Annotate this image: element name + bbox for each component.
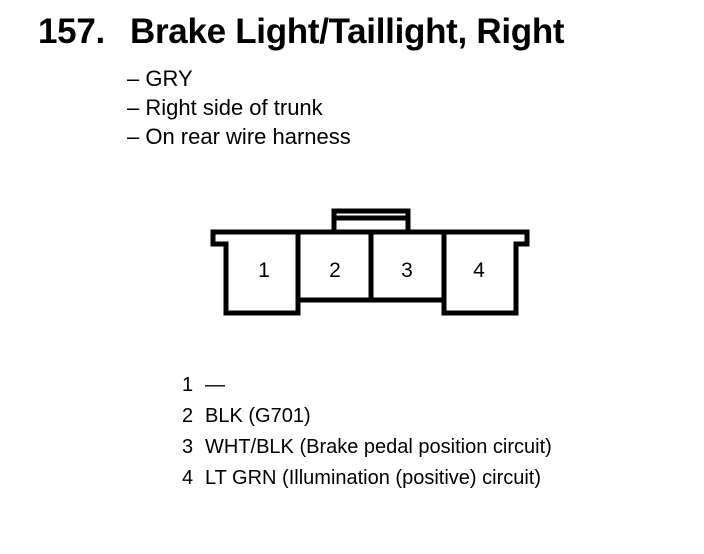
pin-description: WHT/BLK (Brake pedal position circuit) (205, 436, 552, 458)
section-number: 157. (38, 12, 105, 51)
connector-lock-tab (331, 208, 411, 235)
connector-details: – GRY – Right side of trunk – On rear wi… (127, 64, 351, 151)
cavity-label-4: 4 (473, 259, 485, 282)
pin-number: 2 (182, 405, 194, 427)
connector-harness: – On rear wire harness (127, 124, 351, 149)
connector-location: – Right side of trunk (127, 95, 323, 120)
pin-description: BLK (G701) (205, 405, 311, 427)
cavity-label-1: 1 (258, 259, 270, 282)
pinout-row: 4 LT GRN (Illumination (positive) circuit… (182, 463, 552, 494)
pin-description: LT GRN (Illumination (positive) circuit) (205, 467, 542, 489)
pin-number: 4 (182, 467, 194, 489)
cavity-label-2: 2 (329, 259, 341, 282)
pin-description: — (205, 374, 225, 396)
connector-color: – GRY (127, 66, 193, 91)
pin-number: 1 (182, 374, 194, 396)
pin-number: 3 (182, 436, 194, 458)
pinout-row: 2 BLK (G701) (182, 401, 552, 432)
section-title: Brake Light/Taillight, Right (130, 12, 565, 51)
page-title: 157. Brake Light/Taillight, Right (38, 12, 565, 52)
pinout-row: 3 WHT/BLK (Brake pedal position circuit) (182, 432, 552, 463)
pinout-row: 1— (182, 370, 552, 401)
cavity-label-3: 3 (401, 259, 413, 282)
